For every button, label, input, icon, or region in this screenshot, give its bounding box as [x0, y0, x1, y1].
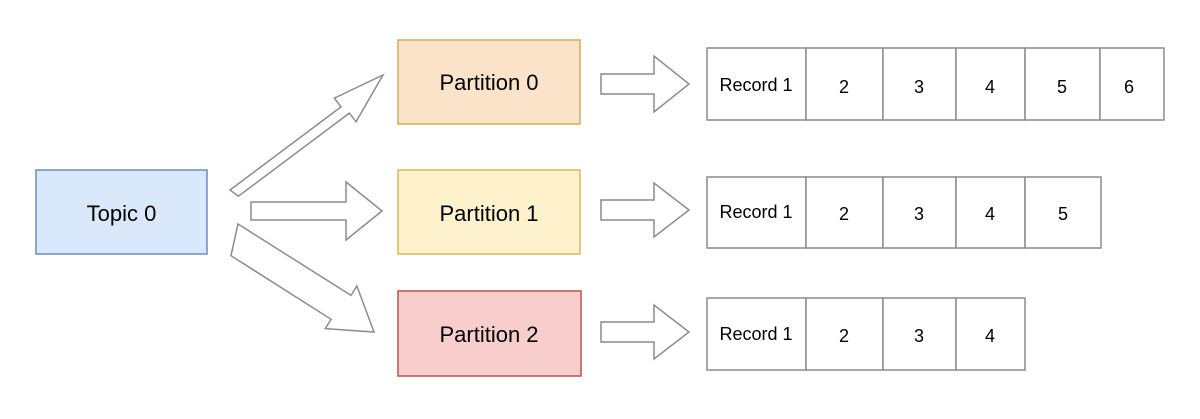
- partition-label: Partition 2: [439, 322, 538, 347]
- arrow-partition-1-to-log: [600, 181, 691, 239]
- record-cell-label: 4: [985, 326, 995, 346]
- record-cell-box: [1024, 176, 1102, 249]
- partition-box: [397, 169, 581, 255]
- record-cell-box: [882, 47, 957, 121]
- record-cell-box: [805, 47, 884, 121]
- record-cell-label: Record 1: [719, 202, 792, 222]
- partition-node-0: Partition 0: [397, 39, 581, 125]
- record-cell-box: [706, 297, 807, 371]
- record-cell-label: 4: [985, 204, 995, 224]
- record-cell: 3: [882, 176, 957, 249]
- arrow-partition-0-to-log: [600, 54, 691, 114]
- record-cell-label: 2: [839, 326, 849, 346]
- topic-box: [35, 169, 208, 255]
- record-cell: 2: [805, 47, 884, 121]
- record-cell-box: [955, 176, 1026, 249]
- arrow-topic-to-partition-0: [228, 73, 385, 198]
- record-cell: 5: [1024, 47, 1101, 121]
- record-cell: 2: [805, 176, 884, 249]
- record-cell-box: [955, 297, 1026, 371]
- record-cell: 6: [1099, 47, 1165, 121]
- record-cell: 5: [1024, 176, 1102, 249]
- arrow-partition-2-to-log: [600, 303, 691, 361]
- partition-to-log-arrows: [600, 54, 691, 361]
- topic-node: Topic 0: [35, 169, 208, 255]
- record-cell: 4: [955, 176, 1026, 249]
- arrow-topic-to-partition-1: [250, 180, 384, 242]
- record-cell: Record 1: [706, 47, 807, 121]
- record-cell: Record 1: [706, 297, 807, 371]
- record-cell-box: [882, 176, 957, 249]
- record-log-2: Record 1 2 3 4: [706, 297, 1026, 371]
- record-cell: 2: [805, 297, 884, 371]
- record-cell: Record 1: [706, 176, 807, 249]
- record-cell-label: 6: [1124, 77, 1134, 97]
- record-cell-label: 3: [914, 326, 924, 346]
- partition-label: Partition 0: [439, 70, 538, 95]
- topic-label: Topic 0: [87, 201, 157, 226]
- record-cell-box: [706, 47, 807, 121]
- partition-node-1: Partition 1: [397, 169, 581, 255]
- record-log-0: Record 1 2 3 4 5 6: [706, 47, 1165, 121]
- record-cell-label: Record 1: [719, 75, 792, 95]
- record-cell-box: [955, 47, 1026, 121]
- partition-box: [397, 39, 581, 125]
- partition-node-2: Partition 2: [397, 290, 582, 377]
- record-cell-label: 3: [914, 204, 924, 224]
- record-cell-label: 2: [839, 77, 849, 97]
- partition-label: Partition 1: [439, 201, 538, 226]
- record-cell: 3: [882, 297, 957, 371]
- record-cell-box: [805, 297, 884, 371]
- record-cell-box: [805, 176, 884, 249]
- record-cell-label: Record 1: [719, 324, 792, 344]
- record-cell: 3: [882, 47, 957, 121]
- record-cell-label: 3: [914, 77, 924, 97]
- record-cell-label: 5: [1058, 204, 1068, 224]
- record-cell: 4: [955, 297, 1026, 371]
- record-cell-box: [882, 297, 957, 371]
- record-cell-box: [1024, 47, 1101, 121]
- topic-to-partition-arrows: [228, 73, 385, 333]
- arrow-topic-to-partition-2: [230, 222, 376, 333]
- partition-box: [397, 290, 582, 377]
- record-cell: 4: [955, 47, 1026, 121]
- record-log-1: Record 1 2 3 4 5: [706, 176, 1102, 249]
- record-cell-label: 5: [1057, 77, 1067, 97]
- record-cell-label: 2: [839, 204, 849, 224]
- record-cell-box: [1099, 47, 1165, 121]
- record-cell-label: 4: [985, 77, 995, 97]
